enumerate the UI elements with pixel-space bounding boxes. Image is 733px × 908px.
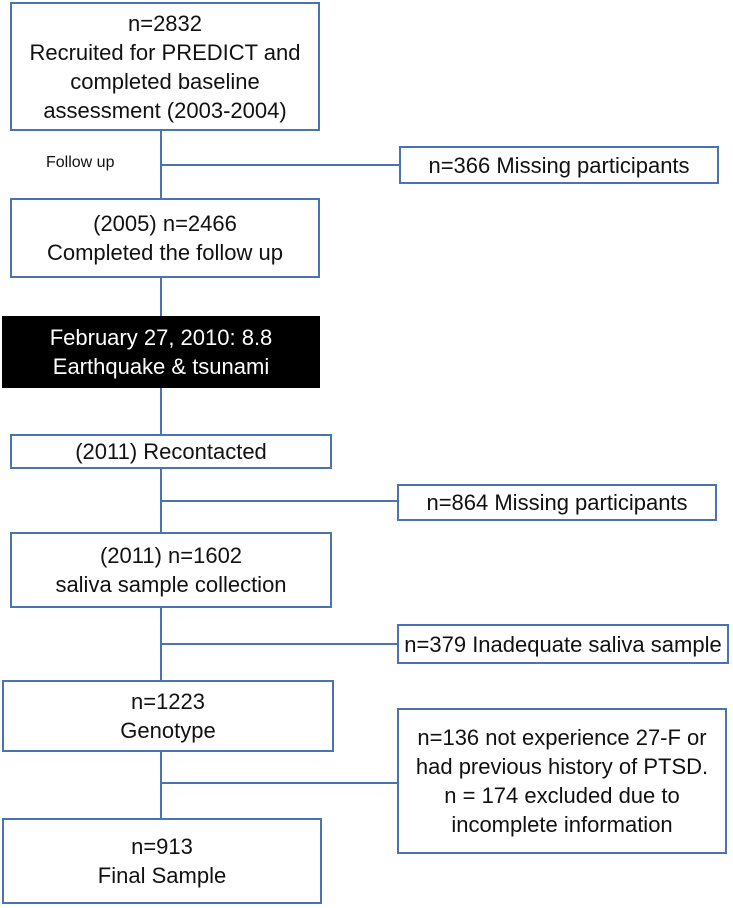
baseline-line: completed baseline — [70, 68, 260, 94]
genotype-box: n=1223 Genotype — [2, 680, 334, 752]
baseline-line: Recruited for PREDICT and — [29, 39, 301, 65]
missing-participants-box-1: n=366 Missing participants — [399, 146, 719, 184]
inadequate-sample-box: n=379 Inadequate saliva sample — [397, 624, 729, 664]
follow-up-label: Follow up — [46, 154, 115, 171]
earthquake-box: February 27, 2010: 8.8 Earthquake & tsun… — [2, 316, 320, 388]
followup-line: (2005) n=2466 — [93, 211, 237, 236]
excluded-line: n=136 not experience 27-F or — [417, 725, 707, 750]
branch-connector-inadequate — [161, 643, 398, 645]
baseline-line: assessment (2003-2004) — [43, 97, 287, 123]
earthquake-line: February 27, 2010: 8.8 — [49, 325, 273, 350]
genotype-line: Genotype — [120, 718, 216, 743]
missing2-line: n=864 Missing participants — [426, 490, 688, 515]
missing1-line: n=366 Missing participants — [428, 152, 690, 178]
followup-2005-box: (2005) n=2466 Completed the follow up — [10, 198, 320, 278]
branch-connector-excluded — [161, 782, 397, 784]
missing-participants-box-2: n=864 Missing participants — [397, 484, 717, 521]
excluded-line: n = 174 excluded due to — [444, 783, 680, 808]
final-line: Final Sample — [97, 863, 227, 888]
final-sample-box: n=913 Final Sample — [2, 818, 322, 904]
main-vertical-connector-3 — [160, 388, 162, 434]
excluded-box: n=136 not experience 27-F or had previou… — [397, 708, 727, 854]
saliva-collection-box: (2011) n=1602 saliva sample collection — [10, 532, 332, 608]
saliva-line: (2011) n=1602 — [99, 543, 243, 568]
genotype-line: n=1223 — [130, 689, 206, 714]
recontacted-line: (2011) Recontacted — [75, 439, 267, 464]
followup-line: Completed the follow up — [46, 240, 284, 265]
excluded-line: incomplete information — [451, 812, 673, 837]
baseline-line: n=2832 — [127, 10, 203, 36]
excluded-line: had previous history of PTSD. — [415, 754, 709, 779]
main-vertical-connector-2 — [160, 278, 162, 316]
saliva-line: saliva sample collection — [55, 572, 287, 597]
final-line: n=913 — [131, 834, 193, 859]
recontacted-box: (2011) Recontacted — [10, 434, 332, 469]
inadequate-line: n=379 Inadequate saliva sample — [404, 631, 722, 657]
baseline-box: n=2832 Recruited for PREDICT and complet… — [10, 2, 320, 131]
branch-connector-missing1 — [161, 164, 400, 166]
earthquake-line: Earthquake & tsunami — [52, 354, 270, 379]
branch-connector-missing2 — [161, 500, 398, 502]
main-vertical-connector-6 — [160, 752, 162, 818]
